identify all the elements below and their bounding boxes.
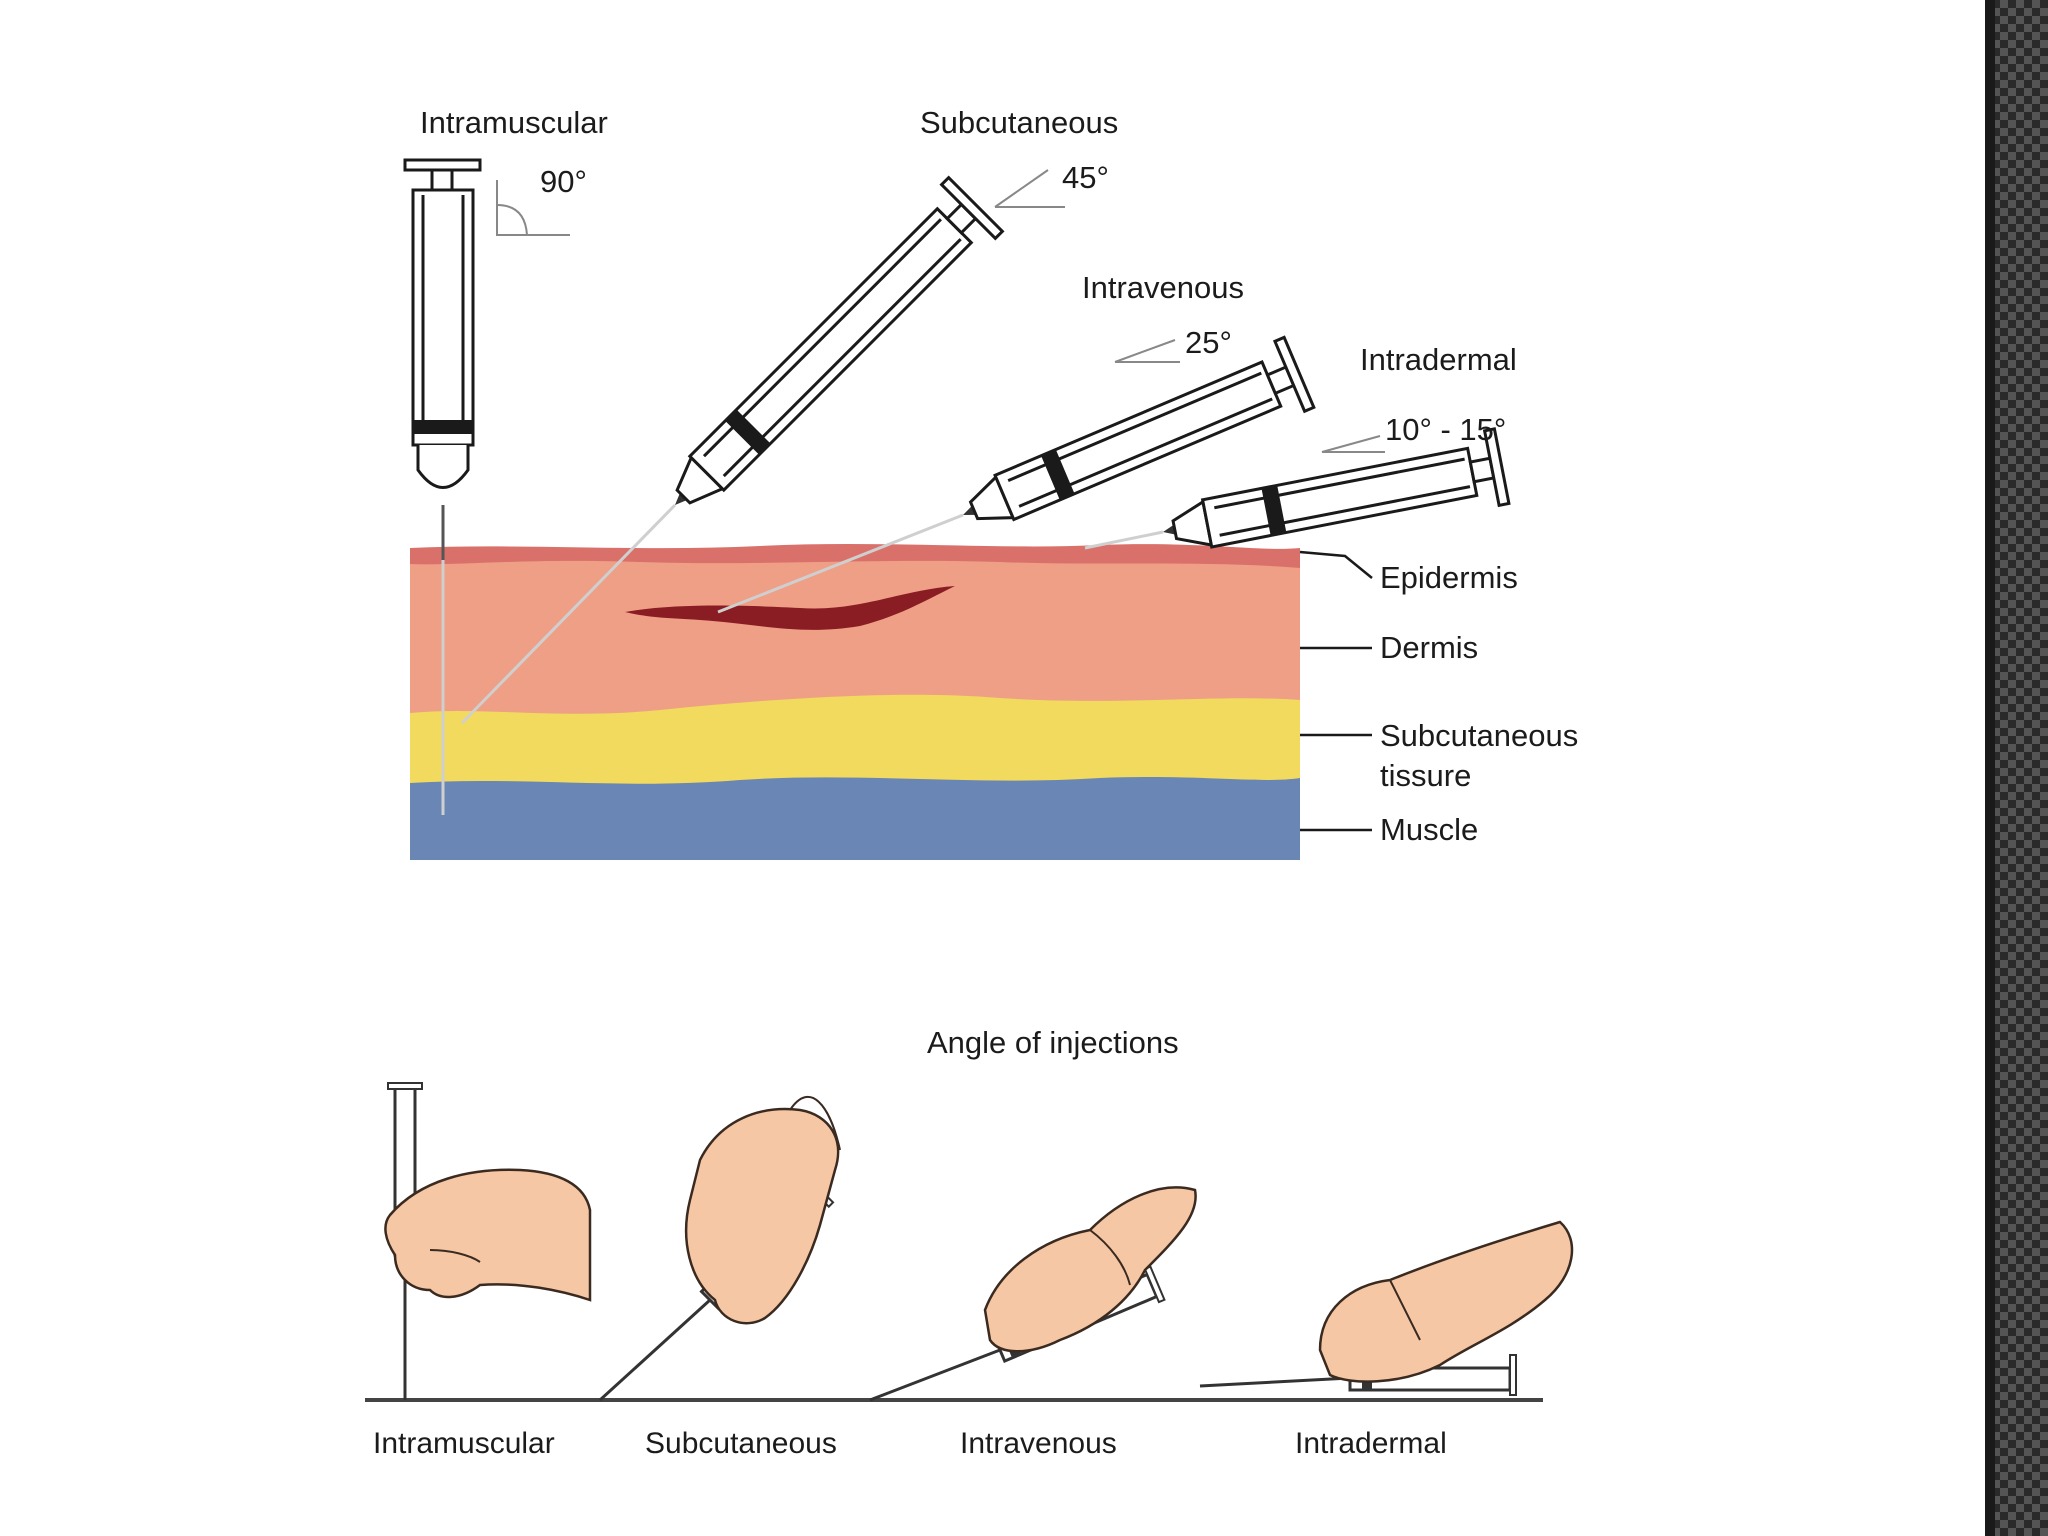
label-dermis: Dermis	[1380, 630, 1478, 665]
label-intravenous-top: Intravenous	[1082, 270, 1244, 305]
angle-label-10-15: 10° - 15°	[1385, 412, 1506, 447]
dermis-layer	[410, 560, 1300, 714]
hand-subcutaneous	[598, 1096, 841, 1402]
decorative-border-strip	[1985, 0, 2048, 1536]
label-muscle: Muscle	[1380, 812, 1478, 847]
skin-cross-section	[410, 544, 1300, 860]
vein	[625, 586, 955, 630]
label-subcutaneous-tissue-line2: tissure	[1380, 758, 1471, 793]
label-intramuscular-bottom: Intramuscular	[373, 1427, 555, 1460]
label-intravenous-bottom: Intravenous	[960, 1427, 1117, 1460]
angle-of-injections-title: Angle of injections	[927, 1025, 1179, 1060]
subcutaneous-syringe	[460, 175, 1005, 725]
angle-label-90: 90°	[540, 164, 587, 199]
label-epidermis: Epidermis	[1380, 560, 1518, 595]
angle-indicator-25	[1114, 339, 1180, 363]
hand-intramuscular	[384, 1082, 592, 1400]
angle-indicator-90	[496, 180, 570, 236]
hand-intradermal	[1199, 1220, 1574, 1396]
intravenous-syringe	[717, 335, 1316, 614]
label-intramuscular-top: Intramuscular	[420, 105, 608, 140]
label-intradermal-bottom: Intradermal	[1295, 1427, 1447, 1460]
intramuscular-syringe	[403, 158, 482, 815]
angle-indicator-45	[994, 169, 1065, 208]
label-subcutaneous-tissue-line1: Subcutaneous	[1380, 718, 1578, 753]
label-subcutaneous-bottom: Subcutaneous	[645, 1427, 837, 1460]
angle-label-45: 45°	[1062, 160, 1109, 195]
angle-indicator-10-15	[1321, 435, 1385, 453]
label-intradermal-top: Intradermal	[1360, 342, 1517, 377]
intradermal-syringe	[1084, 427, 1511, 550]
angle-label-25: 25°	[1185, 325, 1232, 360]
muscle-layer	[410, 769, 1300, 860]
label-subcutaneous-top: Subcutaneous	[920, 105, 1118, 140]
hand-intravenous	[869, 1186, 1197, 1402]
layer-leader-lines	[1299, 550, 1373, 832]
